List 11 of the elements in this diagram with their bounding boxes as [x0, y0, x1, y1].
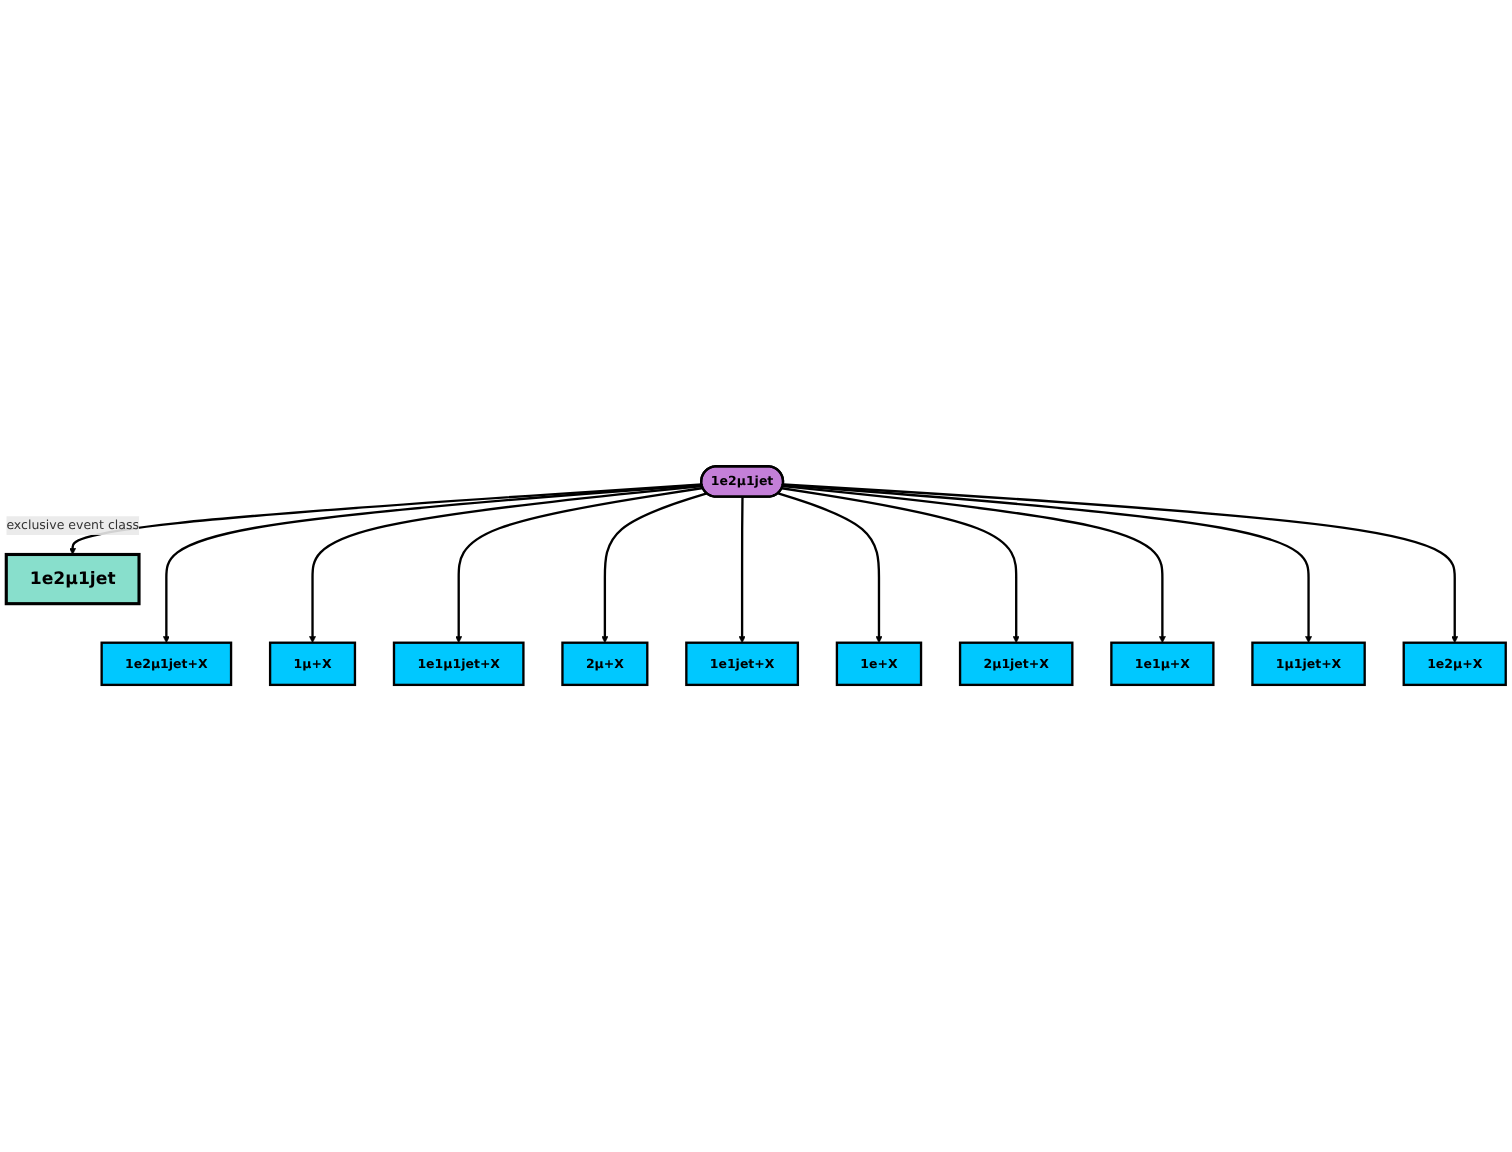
- arrow: [783, 483, 1459, 644]
- arrow: [782, 484, 1312, 644]
- node-box: 1e2μ1jet: [4, 553, 141, 606]
- arrow: [781, 487, 1020, 644]
- arrow: [738, 497, 746, 644]
- arrow: [601, 492, 708, 644]
- arrow: [455, 487, 704, 644]
- arrow: [162, 484, 702, 644]
- arrow: [782, 485, 1166, 644]
- arrow: [777, 492, 883, 644]
- arrow: [309, 485, 703, 644]
